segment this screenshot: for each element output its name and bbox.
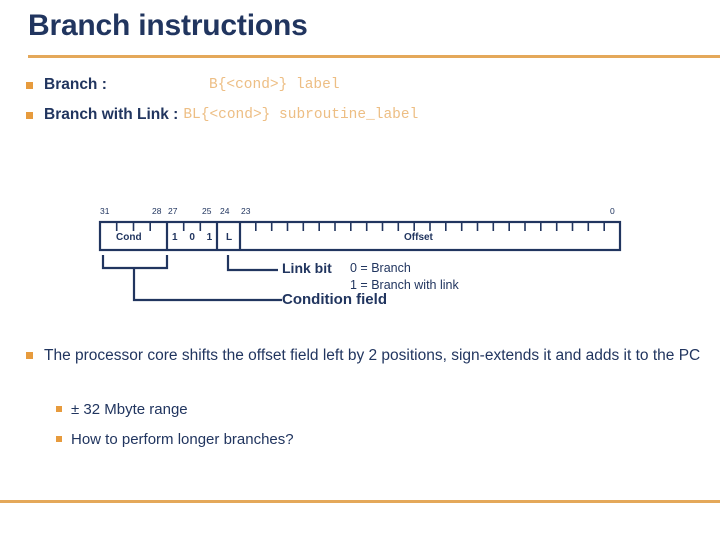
bullet-branch-link-code: BL{<cond>} subroutine_label [183, 107, 419, 123]
bit-label-27: 27 [168, 206, 178, 216]
bit-label-24: 24 [220, 206, 230, 216]
bullet-branch-link-syntax: Branch with Link : BL{<cond>} subroutine… [26, 105, 418, 125]
field-label-opcode: 1 0 1 [172, 232, 217, 243]
field-label-link-bit: L [226, 232, 233, 243]
bullet-square-icon [56, 406, 62, 412]
field-label-cond: Cond [116, 232, 142, 243]
bit-label-28: 28 [152, 206, 162, 216]
bullet-longer-branches-text: How to perform longer branches? [71, 431, 294, 448]
bullet-square-icon [26, 82, 33, 89]
callout-link-bit-line-1: 1 = Branch with link [350, 278, 459, 292]
callout-link-bit-line-0: 0 = Branch [350, 261, 411, 275]
bit-label-31: 31 [100, 206, 110, 216]
callout-link-bit-title: Link bit [282, 260, 332, 276]
bullet-longer-branches: How to perform longer branches? [56, 430, 294, 450]
bullet-mbyte-range: ± 32 Mbyte range [56, 400, 188, 420]
title-divider-rule [28, 55, 720, 58]
bullet-square-icon [26, 352, 33, 359]
bullet-processor-core-text: The processor core shifts the offset fie… [44, 347, 701, 364]
bullet-square-icon [56, 436, 62, 442]
callout-condition-field-title: Condition field [282, 291, 387, 308]
page-title: Branch instructions [28, 9, 308, 42]
field-label-offset: Offset [404, 232, 433, 243]
footer-divider-rule [0, 500, 720, 503]
bit-label-25: 25 [202, 206, 212, 216]
bit-label-0: 0 [610, 206, 615, 216]
bullet-branch-code: B{<cond>} label [209, 77, 340, 93]
bullet-branch-label: Branch : [44, 76, 107, 93]
bullet-processor-core: The processor core shifts the offset fie… [26, 345, 716, 366]
bullet-branch-link-label: Branch with Link : [44, 106, 179, 123]
bullet-square-icon [26, 112, 33, 119]
bullet-mbyte-range-text: ± 32 Mbyte range [71, 401, 188, 418]
bullet-branch-syntax: Branch : B{<cond>} label [26, 75, 340, 95]
bit-label-23: 23 [241, 206, 251, 216]
